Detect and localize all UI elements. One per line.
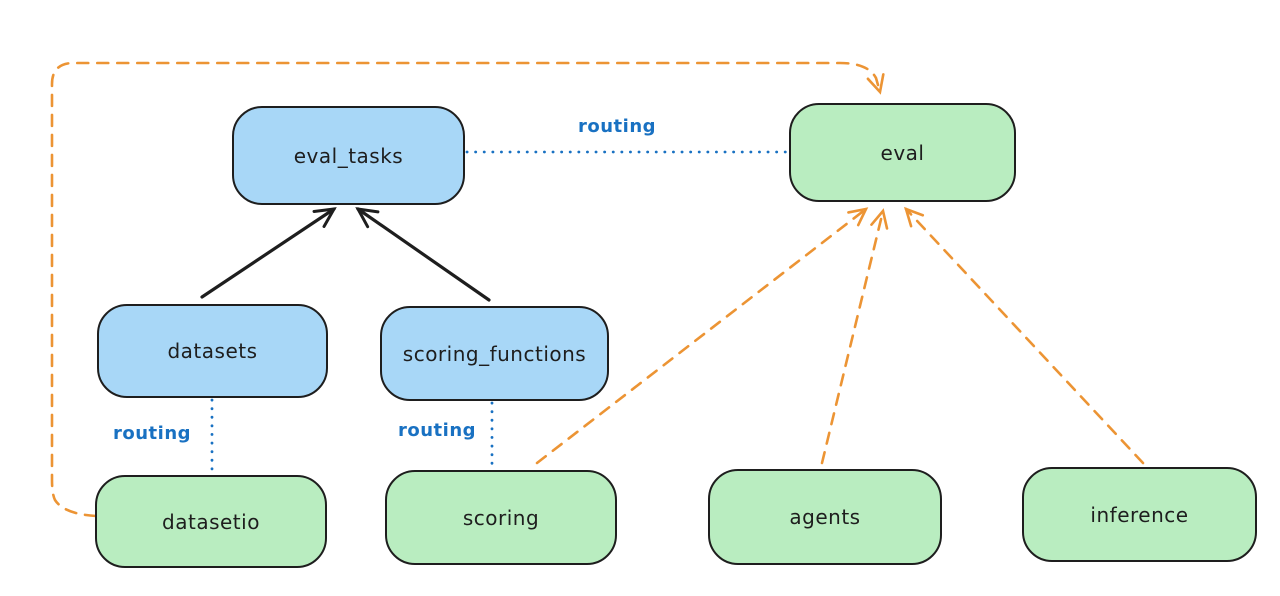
edge-scoring-functions-to-eval-tasks: [355, 207, 491, 302]
edge-datasetio-to-eval: [50, 61, 885, 518]
node-eval-tasks: eval_tasks: [232, 106, 465, 205]
routing-label-scoring-functions-scoring: routing: [397, 420, 477, 441]
routing-label-eval-tasks-eval: routing: [577, 116, 657, 137]
node-scoring: scoring: [385, 470, 617, 565]
node-datasetio-label: datasetio: [162, 509, 260, 534]
node-datasetio: datasetio: [95, 475, 327, 568]
node-datasets-label: datasets: [167, 339, 258, 363]
node-agents: agents: [708, 469, 942, 565]
node-eval-label: eval: [880, 140, 925, 165]
edge-inference-to-eval: [904, 206, 1145, 465]
node-scoring-functions-label: scoring_functions: [402, 341, 587, 366]
node-eval-tasks-label: eval_tasks: [293, 143, 404, 168]
node-inference-label: inference: [1090, 502, 1189, 527]
node-scoring-label: scoring: [462, 505, 540, 530]
node-eval: eval: [789, 103, 1016, 202]
edge-agents-to-eval: [820, 208, 889, 465]
routing-label-datasets-datasetio: routing: [112, 423, 192, 444]
node-inference: inference: [1022, 467, 1257, 562]
node-agents-label: agents: [789, 505, 861, 529]
node-scoring-functions: scoring_functions: [380, 306, 609, 401]
edge-scoring-to-eval: [535, 207, 869, 465]
edge-datasets-to-eval-tasks: [200, 207, 337, 299]
node-datasets: datasets: [97, 304, 328, 398]
